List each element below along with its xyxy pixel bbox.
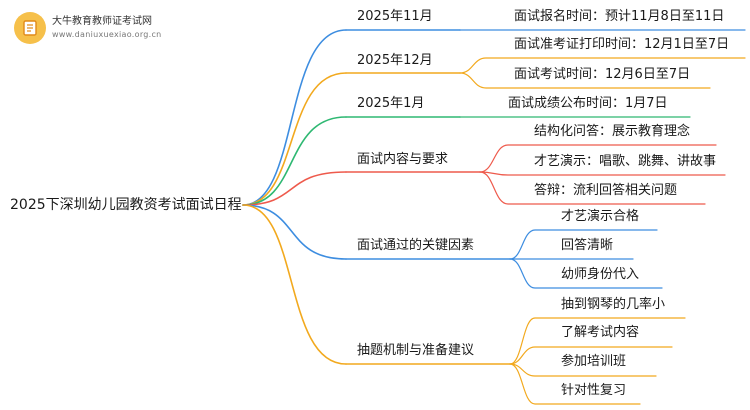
leaf-nov-1: 面试报名时间：预计11月8日至11日	[514, 9, 725, 24]
branch-dec: 2025年12月	[357, 53, 433, 68]
branch-tips: 抽题机制与准备建议	[357, 343, 475, 358]
connector-keys-leaf-3	[509, 258, 663, 289]
connector-tips-leaf-4	[509, 363, 641, 405]
branch-jan: 2025年1月	[357, 96, 425, 111]
leaf-jan-1: 面试成绩公布时间：1月7日	[508, 96, 668, 111]
mindmap-root: 2025下深圳幼儿园教资考试面试日程	[10, 197, 242, 213]
connector-content-leaf-2	[479, 171, 726, 176]
leaf-keys-3: 幼师身份代入	[561, 267, 640, 282]
connector-nov	[242, 29, 347, 206]
connector-content-leaf-3	[479, 171, 706, 205]
logo-url: www.daniuxuexiao.org.cn	[52, 30, 162, 39]
connector-tips-leaf-1	[509, 317, 686, 365]
leaf-tips-2: 了解考试内容	[561, 325, 640, 340]
connector-dec-leaf-1	[459, 57, 746, 74]
connector-dec	[242, 72, 347, 206]
site-logo[interactable]: 大牛教育教师证考试网 www.daniuxuexiao.org.cn	[14, 12, 162, 44]
book-icon	[14, 12, 46, 44]
leaf-keys-1: 才艺演示合格	[561, 209, 640, 224]
connector-tips-leaf-2	[509, 346, 673, 365]
leaf-tips-4: 针对性复习	[561, 383, 627, 398]
branch-nov: 2025年11月	[357, 9, 433, 24]
leaf-content-1: 结构化问答：展示教育理念	[534, 124, 691, 139]
connector-jan	[242, 116, 347, 206]
connector-dec-leaf-2	[459, 72, 711, 89]
connector-tips-leaf-3	[509, 363, 657, 377]
branch-keys: 面试通过的关键因素	[357, 238, 475, 253]
leaf-keys-2: 回答清晰	[561, 238, 614, 253]
leaf-dec-2: 面试考试时间：12月6日至7日	[514, 67, 691, 82]
logo-name: 大牛教育教师证考试网	[52, 16, 152, 27]
leaf-content-3: 答辩：流利回答相关问题	[534, 183, 678, 198]
leaf-content-2: 才艺演示：唱歌、跳舞、讲故事	[534, 154, 717, 169]
branch-content: 面试内容与要求	[357, 152, 449, 167]
leaf-dec-1: 面试准考证打印时间：12月1日至7日	[514, 37, 730, 52]
connector-content-leaf-1	[479, 144, 717, 173]
leaf-tips-1: 抽到钢琴的几率小	[561, 297, 666, 312]
connector-keys	[242, 204, 347, 260]
connector-content	[242, 171, 347, 206]
connector-keys-leaf-1	[509, 229, 658, 260]
leaf-tips-3: 参加培训班	[561, 354, 627, 369]
connector-tips	[242, 204, 347, 365]
